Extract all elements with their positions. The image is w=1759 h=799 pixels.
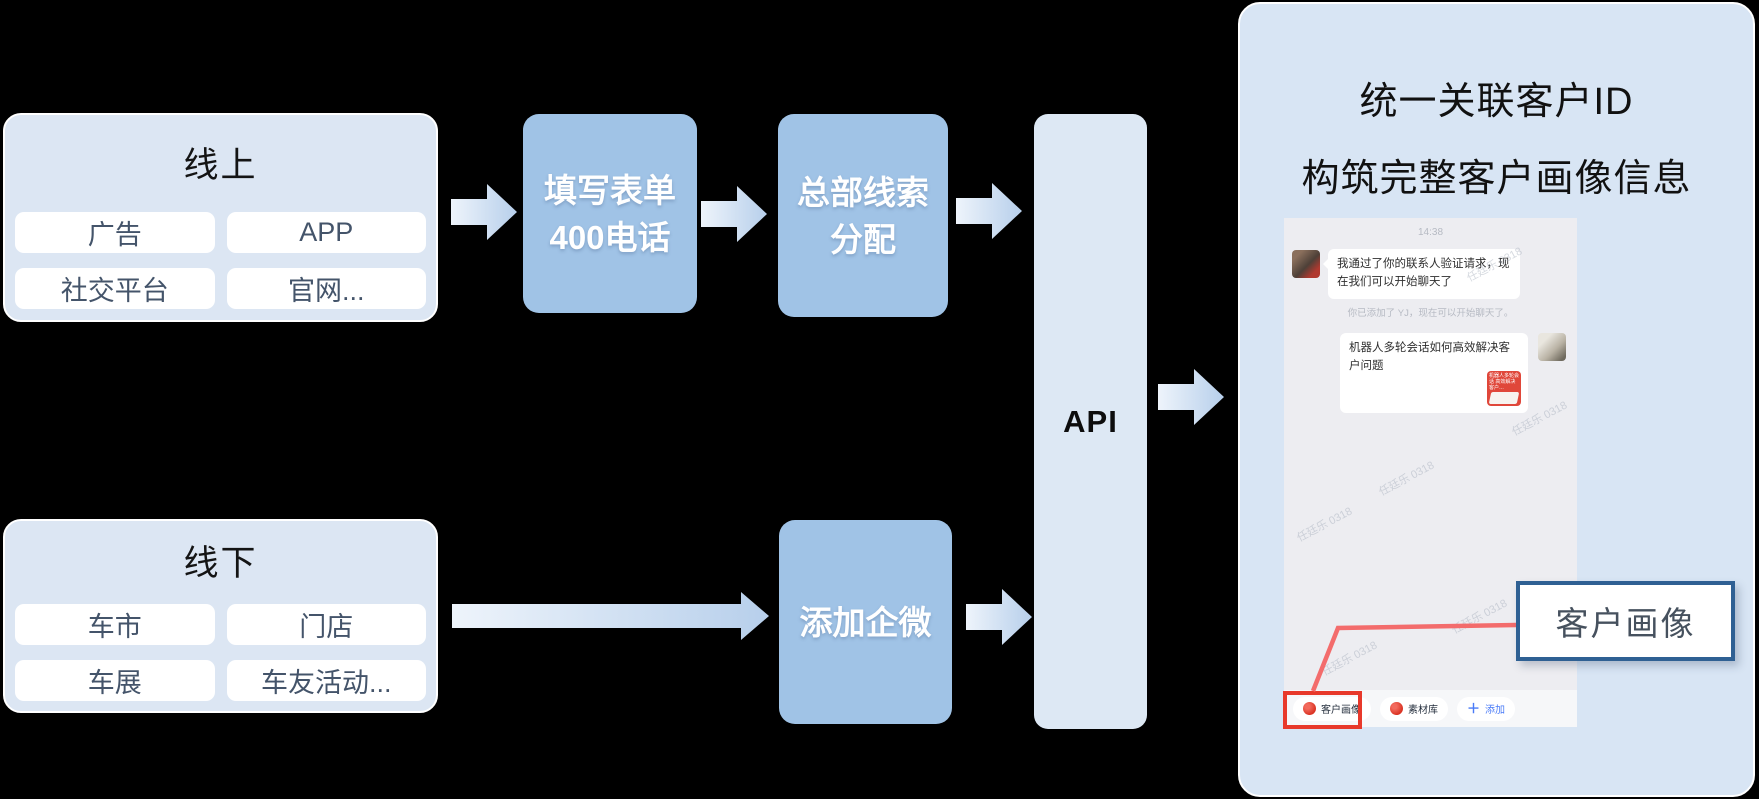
arrow-offline-to-qiwei-icon: [452, 592, 769, 640]
hq-leads-step-box: 总部线索 分配: [778, 114, 948, 317]
outgoing-avatar: [1538, 333, 1566, 361]
system-message: 你已添加了 YJ，现在可以开始聊天了。: [1347, 308, 1514, 319]
online-box-title: 线上: [183, 146, 258, 185]
hq-step-line1: 总部线索: [797, 173, 929, 211]
offline-box-title: 线下: [183, 544, 258, 583]
hq-step-line2: 分配: [830, 220, 896, 258]
online-chip-grid: 广告 APP 社交平台 官网...: [5, 212, 436, 309]
qiwei-step-label: 添加企微: [799, 603, 932, 641]
customer-profile-label: 客户画像: [1321, 705, 1361, 716]
material-library-label: 素材库: [1408, 705, 1438, 716]
form-step-line1: 填写表单: [544, 171, 676, 209]
arrow-qiwei-to-api-icon: [966, 589, 1032, 645]
outgoing-message-bubble: 机器人多轮会话如何高效解决客户问题 机器人多轮会话 高效解决客户…: [1340, 333, 1528, 413]
outgoing-message-text: 机器人多轮会话如何高效解决客户问题: [1349, 342, 1510, 372]
chip-official-site: 官网...: [226, 268, 426, 309]
offline-chip-grid: 车市 门店 车展 车友活动...: [5, 604, 436, 701]
watermark: 任廷乐 0318: [1295, 505, 1355, 545]
chip-auto-show: 车展: [15, 660, 215, 701]
arrow-online-to-form-icon: [451, 184, 517, 240]
add-qiwei-step-box: 添加企微: [779, 520, 952, 724]
api-box: API: [1034, 114, 1147, 729]
api-label: API: [1063, 403, 1118, 439]
form-step-line2: 400电话: [549, 218, 671, 256]
share-card-thumbnail: 机器人多轮会话 高效解决客户…: [1487, 371, 1521, 406]
customer-profile-icon: [1303, 702, 1316, 715]
callout-label: 客户画像: [1555, 605, 1696, 642]
add-button[interactable]: ＋ 添加: [1457, 696, 1516, 721]
plus-icon: ＋: [1467, 701, 1481, 716]
arrow-hq-to-api-icon: [956, 183, 1022, 239]
red-connector-line: [1310, 622, 1517, 692]
panel-title-line2: 构筑完整客户画像信息: [1301, 158, 1692, 200]
red-highlight-rectangle: [1283, 691, 1362, 729]
incoming-avatar: [1292, 250, 1320, 278]
customer-profile-callout: 客户画像: [1516, 581, 1735, 661]
chip-ads: 广告: [15, 212, 215, 253]
panel-title-line1: 统一关联客户ID: [1359, 81, 1634, 123]
material-library-button[interactable]: 素材库: [1380, 696, 1448, 721]
chip-store: 门店: [226, 604, 426, 645]
add-label: 添加: [1485, 705, 1506, 716]
chip-social: 社交平台: [15, 268, 215, 309]
incoming-message-bubble: 我通过了你的联系人验证请求，现在我们可以开始聊天了: [1323, 249, 1520, 299]
chip-car-market: 车市: [15, 604, 215, 645]
form-400-step-box: 填写表单 400电话: [523, 114, 697, 313]
arrow-api-to-panel-icon: [1158, 369, 1224, 425]
arrow-form-to-hq-icon: [701, 186, 767, 242]
chip-app: APP: [226, 212, 426, 253]
chat-toolbar: 客户画像 素材库 ＋ 添加: [1284, 690, 1577, 727]
offline-sources-box: 线下 车市 门店 车展 车友活动...: [3, 519, 438, 713]
chat-timestamp: 14:38: [1417, 227, 1444, 238]
watermark: 任廷乐 0318: [1377, 459, 1437, 499]
online-sources-box: 线上 广告 APP 社交平台 官网...: [3, 113, 438, 322]
chip-club-events: 车友活动...: [226, 660, 426, 701]
material-library-icon: [1390, 702, 1403, 715]
